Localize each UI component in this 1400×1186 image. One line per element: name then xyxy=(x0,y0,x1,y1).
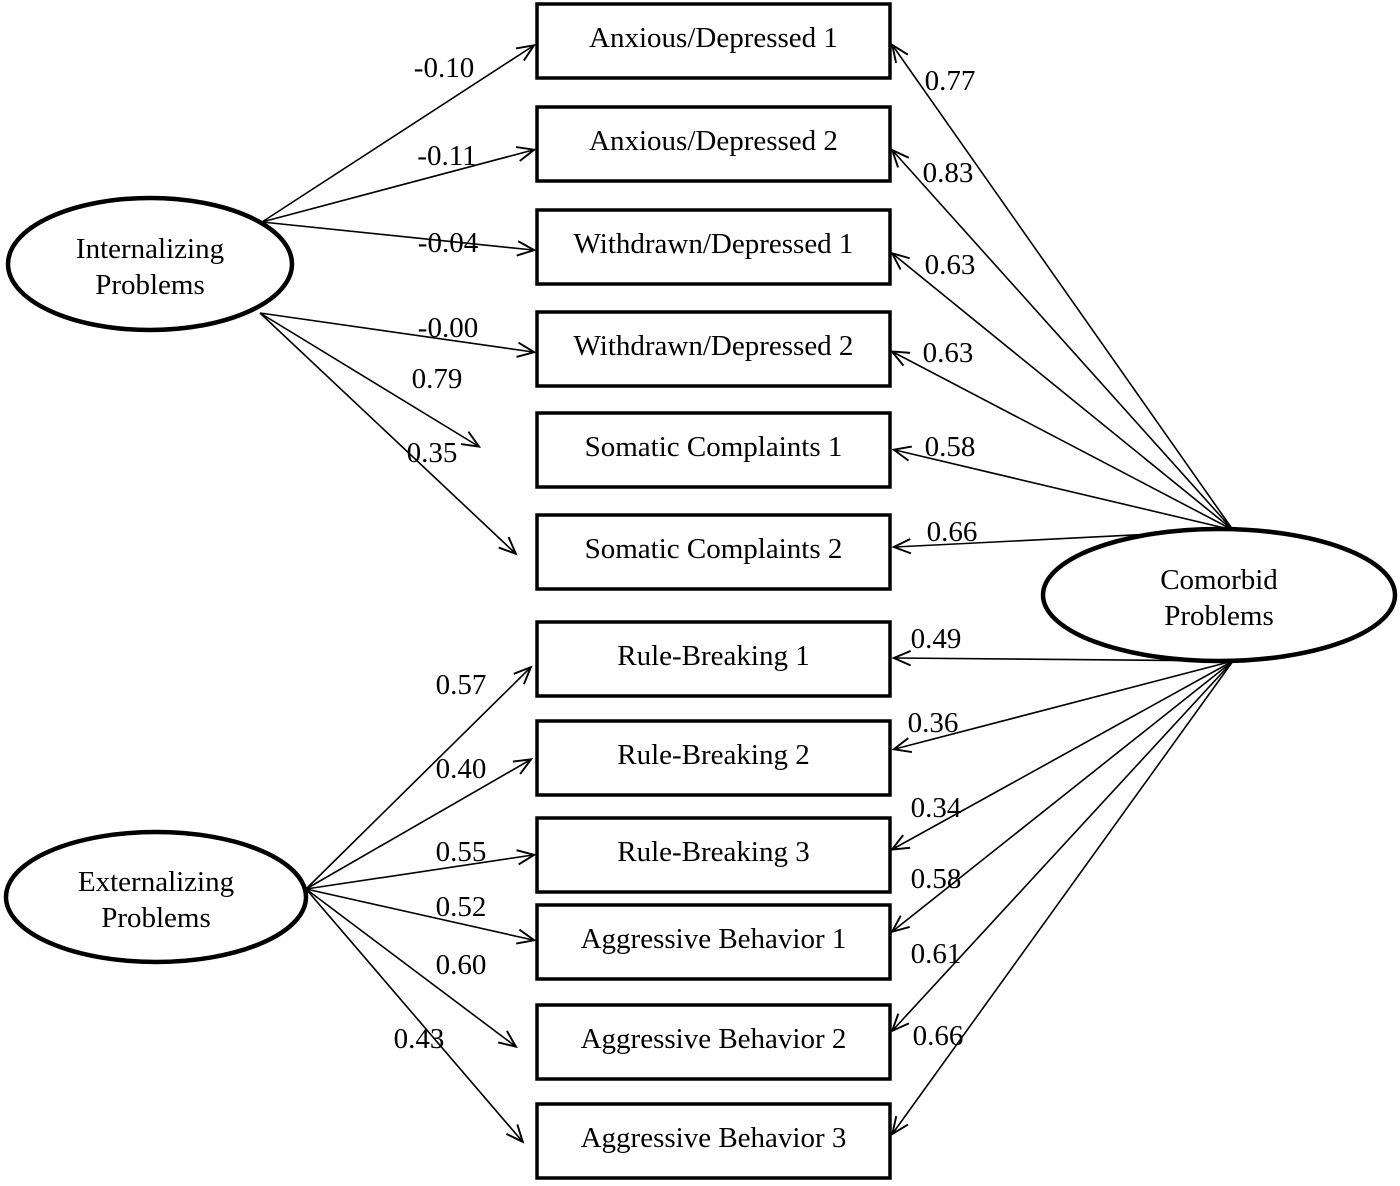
loading-value-comorbid-10: 0.61 xyxy=(911,938,962,970)
latent-label-line2: Problems xyxy=(101,902,211,934)
loading-value-externalizing-3: 0.52 xyxy=(436,891,487,923)
loading-arrow-externalizing-3 xyxy=(305,888,537,945)
latent-ellipse-internalizing xyxy=(5,195,295,333)
indicator-box-aggressive-behavior-1 xyxy=(535,903,892,981)
indicator-label-anxious-depressed-1: Anxious/Depressed 1 xyxy=(589,22,838,54)
loading-value-internalizing-0: -0.10 xyxy=(414,52,474,84)
indicator-box-rule-breaking-1 xyxy=(535,620,892,698)
loading-value-comorbid-11: 0.66 xyxy=(913,1020,964,1052)
indicator-box-somatic-complaints-1 xyxy=(535,411,892,489)
loading-value-comorbid-8: 0.34 xyxy=(911,792,962,824)
latent-ellipse-comorbid xyxy=(1040,526,1398,664)
latent-label-line1: Externalizing xyxy=(78,866,234,898)
loading-arrow-comorbid-2 xyxy=(890,251,1234,531)
loading-value-comorbid-4: 0.58 xyxy=(925,431,976,463)
loading-value-internalizing-5: 0.35 xyxy=(407,437,458,469)
loading-value-comorbid-5: 0.66 xyxy=(927,516,978,548)
loading-value-comorbid-9: 0.58 xyxy=(911,863,962,895)
indicator-label-rule-breaking-2: Rule-Breaking 2 xyxy=(617,739,809,771)
loading-value-comorbid-3: 0.63 xyxy=(923,337,974,369)
latent-label-line1: Comorbid xyxy=(1160,564,1278,596)
indicator-label-withdrawn-depressed-1: Withdrawn/Depressed 1 xyxy=(574,228,854,260)
loading-arrow-comorbid-3 xyxy=(889,350,1234,531)
loading-value-externalizing-2: 0.55 xyxy=(436,836,487,868)
indicator-label-aggressive-behavior-1: Aggressive Behavior 1 xyxy=(581,923,847,955)
loading-arrow-externalizing-5 xyxy=(305,888,525,1144)
indicator-box-withdrawn-depressed-1 xyxy=(535,208,892,286)
indicator-label-rule-breaking-3: Rule-Breaking 3 xyxy=(617,836,809,868)
indicator-box-withdrawn-depressed-2 xyxy=(535,310,892,388)
loading-arrow-comorbid-9 xyxy=(890,660,1234,934)
indicator-label-anxious-depressed-2: Anxious/Depressed 2 xyxy=(589,125,838,157)
indicator-label-somatic-complaints-1: Somatic Complaints 1 xyxy=(585,431,843,463)
indicator-box-aggressive-behavior-3 xyxy=(535,1102,892,1180)
loading-value-comorbid-6: 0.49 xyxy=(911,623,962,655)
loading-value-internalizing-4: 0.79 xyxy=(412,363,463,395)
loading-value-externalizing-5: 0.43 xyxy=(394,1023,445,1055)
loading-value-comorbid-0: 0.77 xyxy=(925,65,976,97)
loading-arrow-externalizing-0 xyxy=(305,665,533,890)
loading-arrow-internalizing-1 xyxy=(261,146,537,223)
indicator-label-aggressive-behavior-2: Aggressive Behavior 2 xyxy=(581,1023,847,1055)
indicator-box-anxious-depressed-2 xyxy=(535,105,892,183)
loading-arrow-internalizing-5 xyxy=(259,312,518,556)
loading-arrow-comorbid-0 xyxy=(890,43,1234,531)
loading-value-internalizing-3: -0.00 xyxy=(418,312,478,344)
loading-value-comorbid-1: 0.83 xyxy=(923,157,974,189)
loading-arrow-internalizing-3 xyxy=(259,312,537,358)
indicator-box-anxious-depressed-1 xyxy=(535,2,892,80)
indicator-label-somatic-complaints-2: Somatic Complaints 2 xyxy=(585,533,843,565)
indicator-label-rule-breaking-1: Rule-Breaking 1 xyxy=(617,640,809,672)
loading-arrow-comorbid-8 xyxy=(889,660,1234,851)
loading-value-externalizing-4: 0.60 xyxy=(436,949,487,981)
loading-value-comorbid-2: 0.63 xyxy=(925,249,976,281)
indicator-box-somatic-complaints-2 xyxy=(535,513,892,591)
loading-value-comorbid-7: 0.36 xyxy=(908,707,959,739)
indicator-label-aggressive-behavior-3: Aggressive Behavior 3 xyxy=(581,1122,847,1154)
loading-arrow-comorbid-10 xyxy=(890,660,1234,1033)
latent-label-line2: Problems xyxy=(95,269,205,301)
loading-arrow-comorbid-4 xyxy=(891,445,1234,531)
loading-value-internalizing-2: -0.04 xyxy=(418,227,479,259)
latent-ellipse-externalizing xyxy=(3,829,309,965)
loading-arrow-internalizing-2 xyxy=(261,221,537,257)
loading-arrow-externalizing-2 xyxy=(305,849,537,890)
loading-arrow-internalizing-0 xyxy=(261,44,537,223)
indicator-box-aggressive-behavior-2 xyxy=(535,1003,892,1081)
loading-value-externalizing-0: 0.57 xyxy=(436,669,487,701)
loading-arrow-externalizing-1 xyxy=(305,758,534,890)
indicator-label-withdrawn-depressed-2: Withdrawn/Depressed 2 xyxy=(574,330,854,362)
loading-arrow-externalizing-4 xyxy=(305,888,518,1049)
indicator-box-rule-breaking-3 xyxy=(535,816,892,894)
loading-value-internalizing-1: -0.11 xyxy=(417,140,476,172)
latent-label-line1: Internalizing xyxy=(76,233,224,265)
loading-arrow-comorbid-11 xyxy=(890,660,1234,1136)
latent-label-line2: Problems xyxy=(1164,600,1274,632)
loading-arrow-internalizing-4 xyxy=(259,312,482,448)
loading-value-externalizing-1: 0.40 xyxy=(436,753,487,785)
indicator-box-rule-breaking-2 xyxy=(535,719,892,797)
loading-arrow-comorbid-7 xyxy=(891,660,1234,753)
loading-arrow-comorbid-1 xyxy=(890,148,1234,531)
